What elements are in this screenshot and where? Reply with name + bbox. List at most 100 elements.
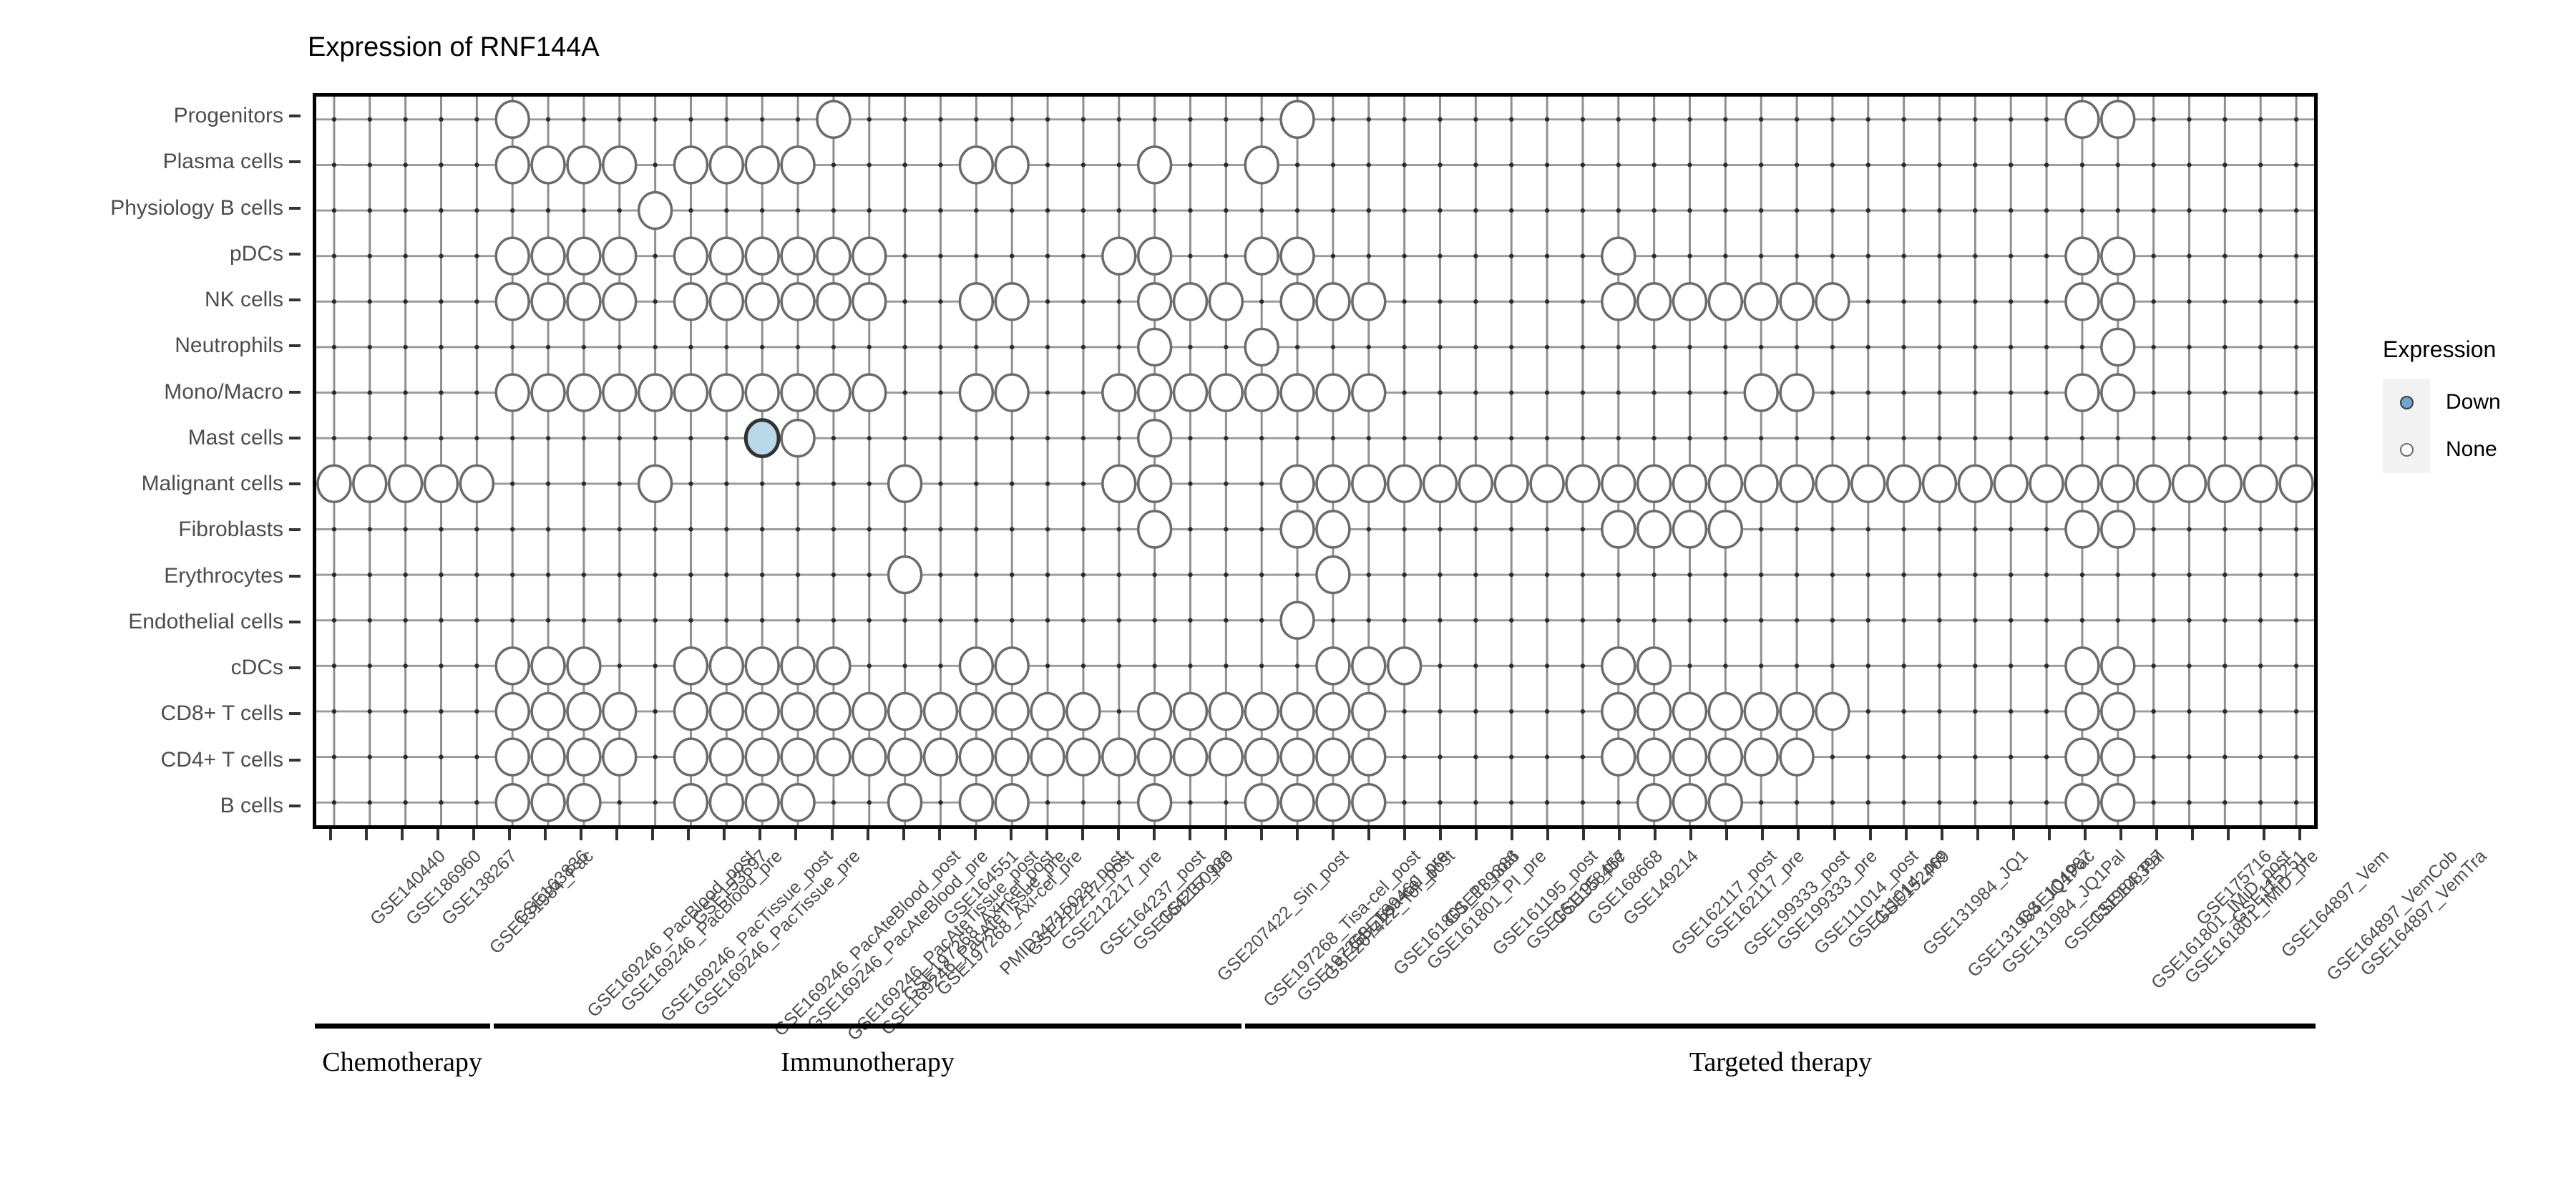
data-point[interactable] <box>958 373 995 412</box>
data-point[interactable] <box>1136 419 1173 458</box>
data-point[interactable] <box>1636 464 1672 503</box>
data-point[interactable] <box>744 282 780 321</box>
data-point[interactable] <box>1351 464 1387 503</box>
data-point[interactable] <box>1315 464 1351 503</box>
data-point[interactable] <box>602 737 638 777</box>
data-point[interactable] <box>887 464 923 503</box>
data-point[interactable] <box>2100 236 2136 276</box>
data-point[interactable] <box>1279 464 1315 503</box>
data-point[interactable] <box>1993 464 2029 503</box>
data-point[interactable] <box>1529 464 1565 503</box>
data-point[interactable] <box>852 236 887 276</box>
data-point[interactable] <box>2100 464 2136 503</box>
data-point[interactable] <box>2135 464 2172 503</box>
data-point[interactable] <box>387 464 424 503</box>
data-point[interactable] <box>780 419 816 458</box>
data-point[interactable] <box>1315 282 1351 321</box>
data-point[interactable] <box>1279 282 1315 321</box>
data-point[interactable] <box>1850 464 1886 503</box>
data-point[interactable] <box>708 737 745 777</box>
data-point[interactable] <box>1172 373 1209 412</box>
legend-item[interactable]: Down <box>2383 379 2569 426</box>
data-point[interactable] <box>673 373 709 412</box>
data-point[interactable] <box>2100 646 2136 686</box>
data-point[interactable] <box>1315 783 1351 822</box>
data-point[interactable] <box>958 737 995 777</box>
data-point[interactable] <box>1743 464 1779 503</box>
data-point[interactable] <box>2064 373 2100 412</box>
data-point[interactable] <box>1351 737 1387 777</box>
data-point[interactable] <box>1707 737 1744 777</box>
data-point[interactable] <box>566 236 602 276</box>
data-point[interactable] <box>494 691 530 732</box>
data-point[interactable] <box>1279 236 1315 276</box>
data-point[interactable] <box>494 236 530 276</box>
data-point[interactable] <box>887 691 923 732</box>
data-point[interactable] <box>1279 783 1315 822</box>
data-point[interactable] <box>602 236 638 276</box>
data-point[interactable] <box>743 418 781 459</box>
data-point[interactable] <box>673 737 709 777</box>
data-point[interactable] <box>780 236 816 276</box>
data-point[interactable] <box>2064 691 2100 732</box>
data-point[interactable] <box>673 691 709 732</box>
data-point[interactable] <box>2100 327 2136 367</box>
data-point[interactable] <box>958 282 995 321</box>
data-point[interactable] <box>816 99 852 139</box>
data-point[interactable] <box>922 737 959 777</box>
data-point[interactable] <box>1636 737 1672 777</box>
data-point[interactable] <box>708 646 745 686</box>
data-point[interactable] <box>994 373 1030 412</box>
data-point[interactable] <box>673 282 709 321</box>
data-point[interactable] <box>602 145 638 185</box>
data-point[interactable] <box>1172 282 1209 321</box>
data-point[interactable] <box>494 373 530 412</box>
data-point[interactable] <box>1315 646 1351 686</box>
data-point[interactable] <box>744 236 780 276</box>
data-point[interactable] <box>994 646 1030 686</box>
data-point[interactable] <box>816 236 852 276</box>
data-point[interactable] <box>1636 646 1672 686</box>
data-point[interactable] <box>1422 464 1458 503</box>
data-point[interactable] <box>1636 783 1672 822</box>
data-point[interactable] <box>2064 646 2100 686</box>
data-point[interactable] <box>1136 691 1173 732</box>
data-point[interactable] <box>2064 282 2100 321</box>
data-point[interactable] <box>673 646 709 686</box>
data-point[interactable] <box>1815 691 1850 732</box>
data-point[interactable] <box>2100 510 2136 549</box>
data-point[interactable] <box>1208 691 1244 732</box>
data-point[interactable] <box>1208 373 1244 412</box>
data-point[interactable] <box>1743 373 1779 412</box>
data-point[interactable] <box>1101 236 1137 276</box>
data-point[interactable] <box>1136 327 1173 367</box>
data-point[interactable] <box>1136 464 1173 503</box>
data-point[interactable] <box>780 373 816 412</box>
data-point[interactable] <box>1279 510 1315 549</box>
data-point[interactable] <box>816 282 852 321</box>
data-point[interactable] <box>494 145 530 185</box>
data-point[interactable] <box>494 646 530 686</box>
data-point[interactable] <box>1136 737 1173 777</box>
data-point[interactable] <box>1743 691 1779 732</box>
data-point[interactable] <box>1636 282 1672 321</box>
data-point[interactable] <box>1672 282 1708 321</box>
data-point[interactable] <box>1458 464 1494 503</box>
data-point[interactable] <box>566 282 602 321</box>
data-point[interactable] <box>1386 646 1423 686</box>
data-point[interactable] <box>1279 601 1315 640</box>
data-point[interactable] <box>1136 510 1173 549</box>
data-point[interactable] <box>816 737 852 777</box>
data-point[interactable] <box>1279 99 1315 139</box>
data-point[interactable] <box>1815 282 1850 321</box>
data-point[interactable] <box>1065 737 1101 777</box>
data-point[interactable] <box>2100 282 2136 321</box>
data-point[interactable] <box>1921 464 1958 503</box>
data-point[interactable] <box>1779 373 1815 412</box>
data-point[interactable] <box>494 99 530 139</box>
data-point[interactable] <box>1315 691 1351 732</box>
data-point[interactable] <box>1136 783 1173 822</box>
data-point[interactable] <box>994 282 1030 321</box>
data-point[interactable] <box>566 145 602 185</box>
data-point[interactable] <box>994 145 1030 185</box>
